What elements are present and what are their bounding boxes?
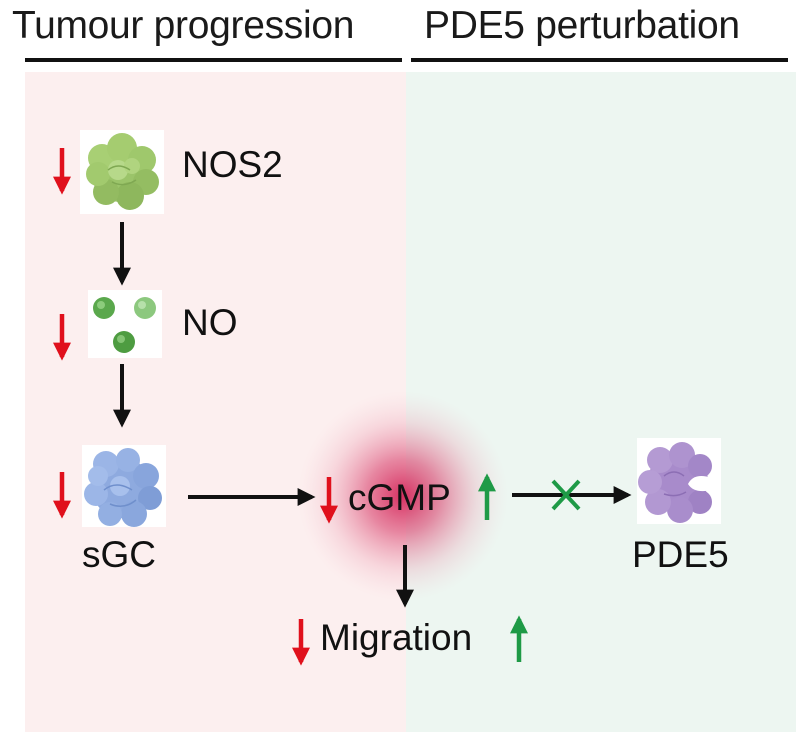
sgc-label: sGC	[82, 534, 156, 575]
pde5-perturbation-underline	[411, 58, 788, 62]
pde5-perturbation-header: PDE5 perturbation	[424, 4, 740, 47]
inhibition-x-icon	[551, 479, 581, 511]
tumour-progression-underline	[25, 58, 402, 62]
migration-label: Migration	[320, 617, 473, 658]
nos2-label: NOS2	[182, 144, 283, 185]
no-molecules-icon	[93, 297, 156, 353]
sgc-protein-icon	[84, 448, 162, 527]
no-label: NO	[182, 302, 238, 343]
pde5-perturbation-panel	[406, 72, 796, 732]
pde5-protein-icon	[638, 442, 712, 523]
cgmp-label: cGMP	[348, 477, 451, 518]
nos2-protein-icon	[86, 133, 159, 210]
cgmp-glow	[298, 391, 508, 601]
pde5-label: PDE5	[632, 534, 729, 575]
tumour-progression-header: Tumour progression	[12, 4, 355, 47]
